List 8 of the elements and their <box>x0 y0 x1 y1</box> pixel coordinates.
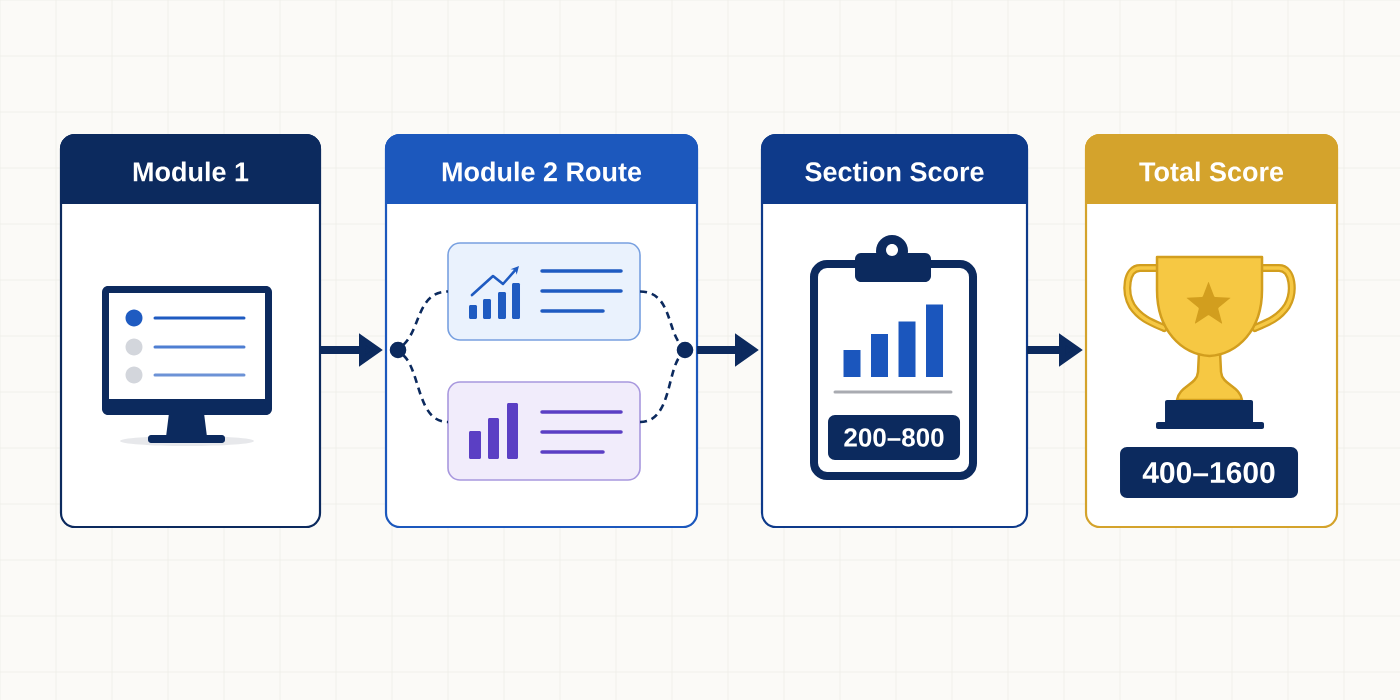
score-badge: 200–800 <box>828 415 960 460</box>
dashed-line <box>402 354 449 424</box>
route-box <box>447 242 641 341</box>
score-badge: 400–1600 <box>1120 447 1298 498</box>
dashed-line <box>639 355 682 424</box>
junction-dot <box>389 341 407 359</box>
junction-dot <box>676 341 694 359</box>
dashed-line <box>402 290 449 346</box>
